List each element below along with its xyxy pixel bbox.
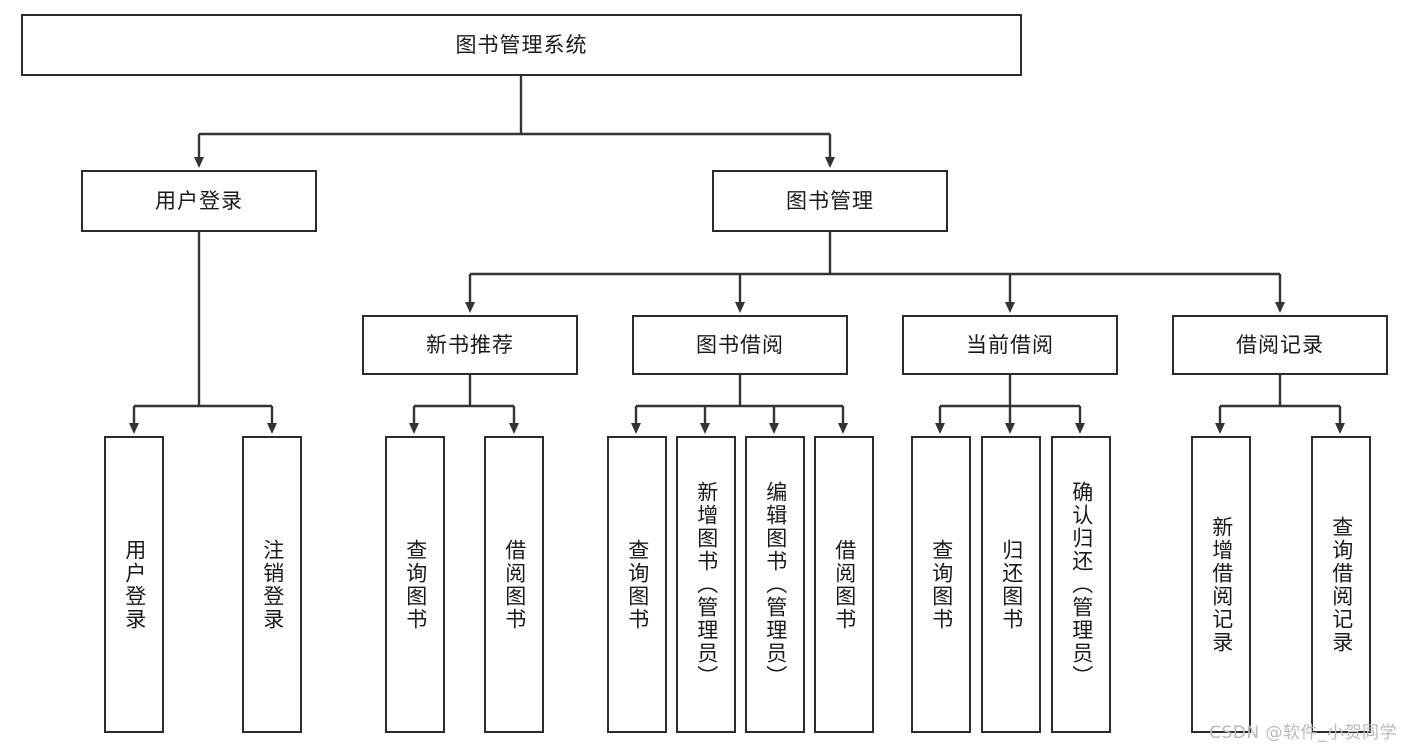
leaf-current-borrow-query-label: 查询图书 <box>929 538 954 631</box>
leaf-book-borrow-edit-label: 编辑图书（管理员） <box>763 481 788 688</box>
leaf-current-borrow-query[interactable]: 查询图书 <box>911 436 971 733</box>
leaf-book-borrow-query-label: 查询图书 <box>625 538 650 631</box>
leaf-current-borrow-return[interactable]: 归还图书 <box>981 436 1041 733</box>
node-root[interactable]: 图书管理系统 <box>21 14 1022 76</box>
node-borrow-record[interactable]: 借阅记录 <box>1172 315 1388 375</box>
leaf-user-login-logout[interactable]: 注销登录 <box>242 436 302 733</box>
leaf-borrow-record-query[interactable]: 查询借阅记录 <box>1311 436 1371 733</box>
leaf-book-borrow-edit[interactable]: 编辑图书（管理员） <box>745 436 805 733</box>
node-root-label: 图书管理系统 <box>455 32 588 57</box>
leaf-new-book-query[interactable]: 查询图书 <box>385 436 445 733</box>
leaf-borrow-record-add[interactable]: 新增借阅记录 <box>1191 436 1251 733</box>
leaf-current-borrow-confirm[interactable]: 确认归还（管理员） <box>1051 436 1111 733</box>
leaf-book-borrow-borrow[interactable]: 借阅图书 <box>814 436 874 733</box>
leaf-current-borrow-confirm-label: 确认归还（管理员） <box>1069 481 1094 688</box>
leaf-user-login-logout-label: 注销登录 <box>260 538 285 631</box>
leaf-new-book-borrow-label: 借阅图书 <box>502 538 527 631</box>
node-book-borrow[interactable]: 图书借阅 <box>632 315 848 375</box>
node-current-borrow-label: 当前借阅 <box>966 332 1054 357</box>
leaf-book-borrow-add-label: 新增图书（管理员） <box>694 481 719 688</box>
node-new-book-recommend[interactable]: 新书推荐 <box>362 315 578 375</box>
node-new-book-recommend-label: 新书推荐 <box>426 332 514 357</box>
leaf-book-borrow-query[interactable]: 查询图书 <box>607 436 667 733</box>
leaf-book-borrow-add[interactable]: 新增图书（管理员） <box>676 436 736 733</box>
node-book-management[interactable]: 图书管理 <box>712 170 948 232</box>
watermark: CSDN @软件_小贺同学 <box>1209 723 1397 743</box>
leaf-current-borrow-return-label: 归还图书 <box>999 538 1024 631</box>
node-user-login[interactable]: 用户登录 <box>81 170 317 232</box>
node-book-borrow-label: 图书借阅 <box>696 332 784 357</box>
leaf-new-book-query-label: 查询图书 <box>403 538 428 631</box>
leaf-borrow-record-add-label: 新增借阅记录 <box>1209 515 1234 654</box>
leaf-book-borrow-borrow-label: 借阅图书 <box>832 538 857 631</box>
node-current-borrow[interactable]: 当前借阅 <box>902 315 1118 375</box>
leaf-new-book-borrow[interactable]: 借阅图书 <box>484 436 544 733</box>
leaf-borrow-record-query-label: 查询借阅记录 <box>1329 515 1354 654</box>
leaf-user-login-login[interactable]: 用户登录 <box>104 436 164 733</box>
node-borrow-record-label: 借阅记录 <box>1236 332 1324 357</box>
node-user-login-label: 用户登录 <box>155 188 243 213</box>
leaf-user-login-login-label: 用户登录 <box>122 538 147 631</box>
node-book-management-label: 图书管理 <box>786 188 874 213</box>
